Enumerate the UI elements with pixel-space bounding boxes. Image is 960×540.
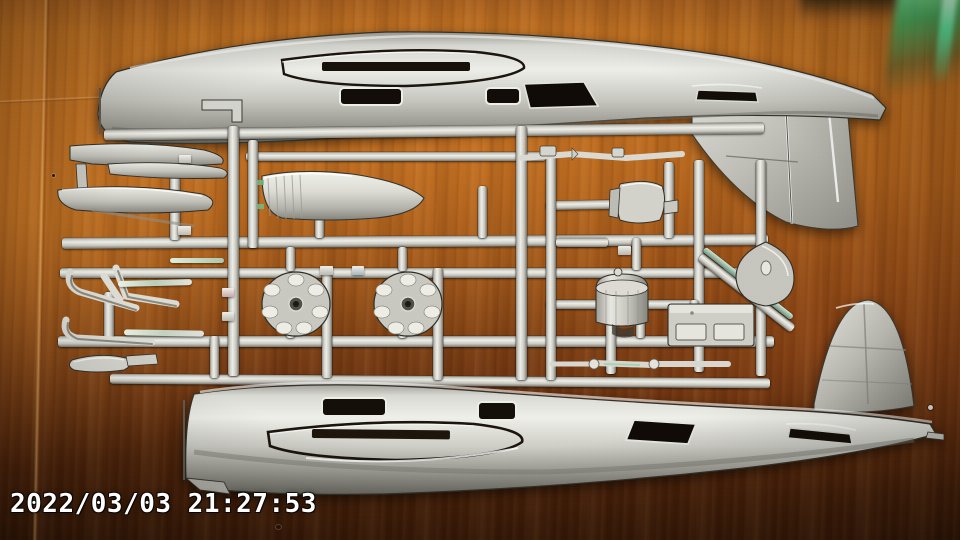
rear-window-opening xyxy=(695,89,759,103)
part-number-tag xyxy=(178,226,191,235)
hatch-opening xyxy=(624,419,698,445)
horizontal-stabilizer-parts xyxy=(57,143,228,228)
window-opening xyxy=(485,87,521,105)
canopy-slot xyxy=(322,62,470,71)
cowling-body xyxy=(616,180,666,224)
window-opening xyxy=(339,87,403,106)
nacelle-body xyxy=(261,170,425,221)
nacelle-gate-mark xyxy=(257,204,264,209)
rod-block xyxy=(539,145,557,157)
small-detail-part xyxy=(170,258,224,263)
rod-block xyxy=(611,147,625,158)
part-number-tag xyxy=(179,155,191,163)
stabilizer-part-lower xyxy=(57,186,214,214)
part-number-tag xyxy=(320,266,333,275)
cowling-flange xyxy=(608,187,621,219)
tail-spike xyxy=(925,431,944,441)
sprue-gate xyxy=(556,238,608,247)
hatch-opening xyxy=(522,81,600,109)
engine-nacelle-part xyxy=(257,170,425,221)
window-opening xyxy=(321,397,387,417)
rod-fitting xyxy=(571,147,579,161)
sprue-gate xyxy=(478,186,487,238)
table-speck xyxy=(276,525,281,529)
window-opening xyxy=(477,401,517,421)
drum-cap xyxy=(613,267,623,277)
sprue-runner-horizontal xyxy=(246,152,546,161)
upper-rod-parts xyxy=(519,145,685,162)
nacelle-gate-mark xyxy=(257,180,264,185)
plastic-fleck xyxy=(928,405,933,410)
engine-cowling-small xyxy=(608,180,679,224)
teardrop-boss xyxy=(760,260,772,276)
canopy-slot xyxy=(311,429,450,440)
cowling-tab xyxy=(663,199,679,215)
part-number-tag xyxy=(352,266,364,275)
camera-timestamp-overlay: 2022/03/03 21:27:53 xyxy=(10,489,317,519)
lower-fuselage-half xyxy=(183,299,944,495)
part-number-tag xyxy=(618,246,631,255)
